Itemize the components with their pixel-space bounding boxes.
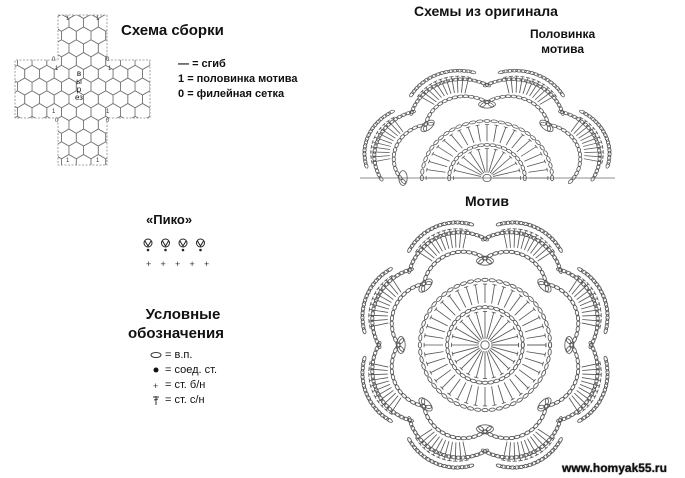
original-title: Схемы из оригинала: [414, 3, 558, 19]
legend-fold: — = сгиб: [178, 58, 226, 70]
svg-text:0: 0: [55, 118, 59, 124]
legend-chain: = в.п.: [165, 349, 193, 361]
svg-text:1: 1: [55, 66, 59, 72]
watermark: www.homyak55.ru: [562, 461, 667, 475]
svg-text:1: 1: [66, 16, 70, 22]
symbols-title: Условные обозначения: [128, 306, 224, 342]
slip-stitch-dot-icon: [153, 367, 159, 373]
svg-text:1: 1: [108, 66, 112, 72]
half-motif-diagram: [362, 68, 612, 186]
svg-text:1: 1: [96, 158, 100, 164]
legend-slip-stitch: = соед. ст.: [165, 364, 218, 376]
svg-text:0: 0: [52, 57, 56, 63]
cutout-label: вырез: [75, 69, 83, 102]
chain-oval-icon: [150, 352, 162, 358]
svg-text:+: +: [146, 259, 151, 269]
motif-title: Мотив: [465, 193, 509, 209]
picot-symbols: + + + + +: [143, 238, 209, 269]
svg-text:0: 0: [106, 57, 110, 63]
symbol-icons: +: [150, 352, 162, 405]
svg-text:+: +: [175, 259, 180, 269]
svg-text:1: 1: [52, 109, 56, 115]
assembly-title: Схема сборки: [121, 22, 224, 39]
svg-text:+: +: [161, 259, 166, 269]
single-crochet-plus-icon: +: [153, 381, 158, 391]
legend-double-crochet: = ст. с/н: [165, 394, 205, 406]
assembly-legend: — = сгиб 1 = половинка мотива 0 = филейн…: [178, 57, 298, 102]
svg-text:1: 1: [96, 16, 100, 22]
legend-filet-mesh: 0 = филейная сетка: [178, 88, 285, 100]
double-crochet-icon: [153, 396, 159, 405]
svg-text:1: 1: [106, 109, 110, 115]
legend-half-motif: 1 = половинка мотива: [178, 73, 298, 85]
svg-text:0: 0: [106, 118, 110, 124]
full-motif-diagram: [360, 220, 610, 470]
legend-single-crochet: = ст. б/н: [165, 379, 206, 391]
svg-text:1: 1: [66, 158, 70, 164]
picot-title: «Пико»: [146, 212, 193, 227]
svg-text:+: +: [190, 259, 195, 269]
symbols-legend: = в.п. = соед. ст. = ст. б/н = ст. с/н: [165, 348, 217, 408]
svg-text:+: +: [204, 259, 209, 269]
